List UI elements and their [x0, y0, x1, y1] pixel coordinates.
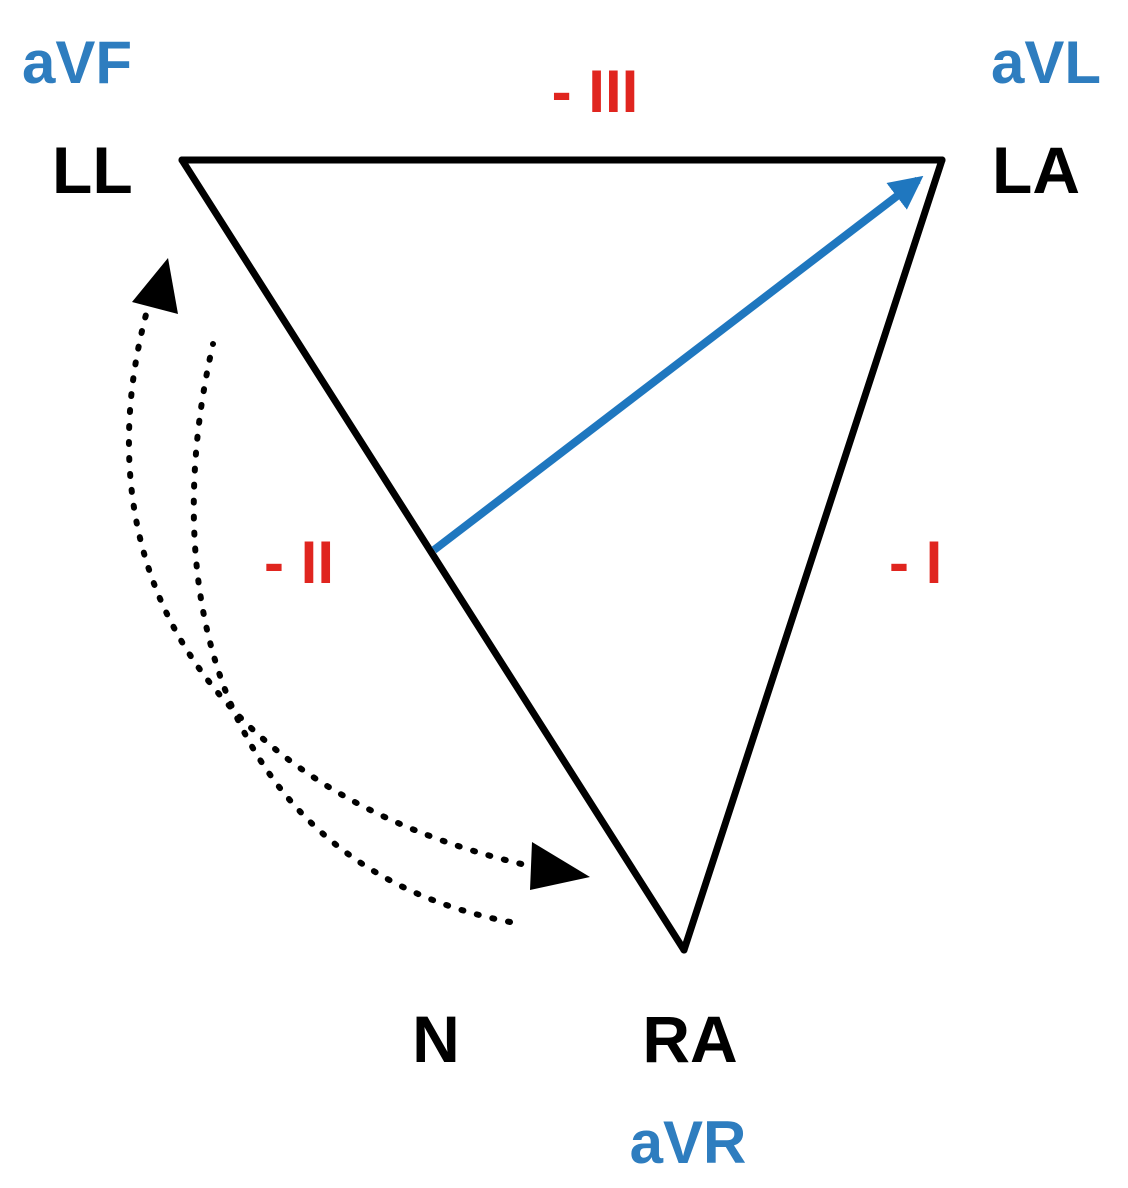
label-avr: aVR [630, 1109, 747, 1176]
label-avf: aVF [22, 29, 132, 96]
label-ll: LL [52, 133, 133, 207]
dotted-arrow-inner [190, 341, 513, 925]
dotted-arrow-outer [126, 297, 533, 869]
label-ra: RA [642, 1002, 737, 1076]
blue-vector-arrow [431, 175, 924, 554]
triangle-side-la-ra [680, 156, 946, 954]
label-lead-ii: - II [264, 529, 334, 596]
label-n: N [412, 1002, 460, 1076]
triangle-side-ll-ra [178, 156, 688, 954]
dotted-arrow-inner-head [132, 258, 178, 314]
label-lead-i: - I [889, 529, 942, 596]
label-avl: aVL [991, 29, 1101, 96]
dotted-arrow-outer-head [530, 842, 590, 890]
label-lead-iii: - III [552, 58, 639, 125]
label-la: LA [992, 133, 1080, 207]
